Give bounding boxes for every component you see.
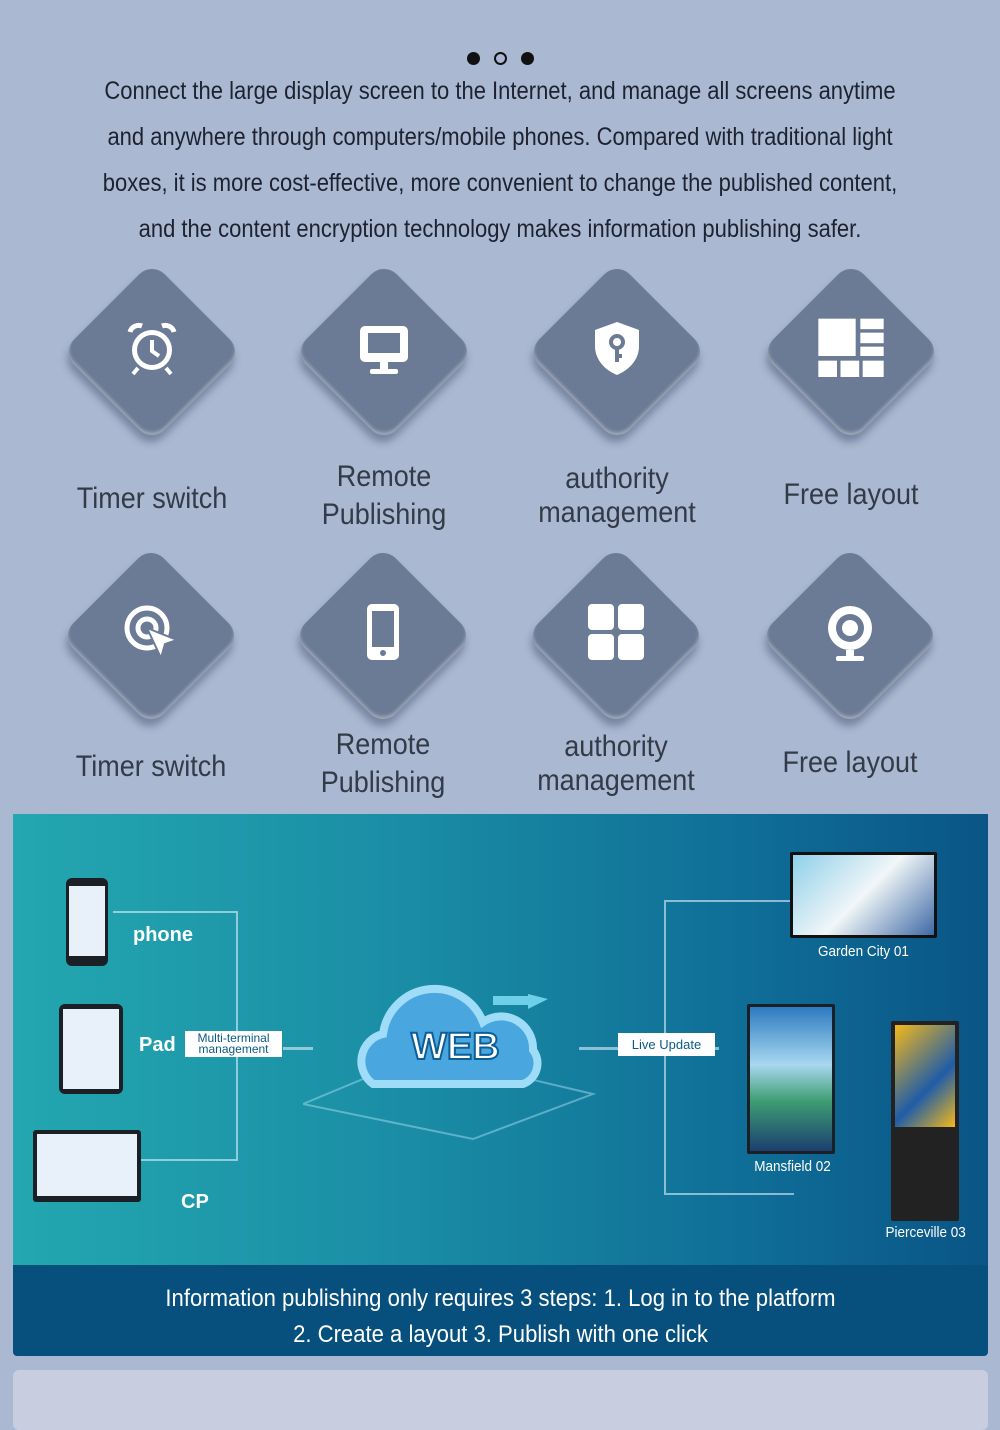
feature-label: management xyxy=(537,764,695,797)
feature-label: management xyxy=(538,496,696,529)
pad-label: Pad xyxy=(139,1034,176,1056)
footer-line: Information publishing only requires 3 s… xyxy=(165,1285,836,1312)
steps-footer: Information publishing only requires 3 s… xyxy=(13,1265,988,1356)
target-cursor-icon xyxy=(124,605,180,661)
feature-label: Remote xyxy=(336,460,432,493)
live-update-tag: Live Update xyxy=(618,1033,715,1056)
screen-mansfield xyxy=(747,1004,835,1154)
four-squares-icon xyxy=(588,604,644,660)
alarm-clock-icon xyxy=(127,322,177,376)
carousel-dot-3[interactable] xyxy=(520,52,534,65)
webcam-icon xyxy=(828,606,872,661)
intro-line: Connect the large display screen to the … xyxy=(104,77,896,105)
screen-label: Pierceville 03 xyxy=(885,1224,966,1241)
layout-grid-icon xyxy=(818,318,884,377)
monitor-icon xyxy=(360,326,408,374)
footer-line: 2. Create a layout 3. Publish with one c… xyxy=(293,1321,708,1348)
intro-line: and anywhere through computers/mobile ph… xyxy=(107,123,893,151)
feature-label: Free layout xyxy=(782,746,918,779)
next-section-card xyxy=(13,1370,988,1430)
screen-label: Garden City 01 xyxy=(818,943,909,960)
phone-device xyxy=(66,878,108,966)
tablet-icon xyxy=(367,604,399,660)
screen-pierceville xyxy=(891,1021,959,1221)
screen-label: Mansfield 02 xyxy=(754,1158,831,1175)
tag-line: Multi-terminal xyxy=(197,1031,270,1045)
cloud-icon xyxy=(303,984,597,1141)
laptop-device xyxy=(33,1130,141,1202)
feature-label: Free layout xyxy=(783,478,919,511)
feature-label: Publishing xyxy=(320,766,446,799)
feature-label: Publishing xyxy=(321,498,447,531)
feature-label: Timer switch xyxy=(76,482,228,515)
connector xyxy=(283,1047,313,1050)
feature-label: authority xyxy=(565,462,669,495)
cp-label: CP xyxy=(181,1191,209,1213)
intro-line: boxes, it is more cost-effective, more c… xyxy=(102,169,898,197)
feature-label: authority xyxy=(564,730,668,763)
phone-label: phone xyxy=(133,924,193,946)
web-cloud-label: WEB xyxy=(410,1025,501,1069)
feature-timer-switch: Timer switch xyxy=(37,261,267,544)
tag-line: management xyxy=(198,1042,269,1056)
screen-garden-city xyxy=(790,852,937,938)
feature-label: Timer switch xyxy=(75,750,227,783)
pad-device xyxy=(59,1004,123,1094)
intro-line: and the content encryption technology ma… xyxy=(138,215,862,243)
carousel-dot-1[interactable] xyxy=(466,52,480,65)
carousel-dot-2[interactable] xyxy=(493,52,507,65)
feature-label: Remote xyxy=(335,728,431,761)
intro-text: Connect the large display screen to the … xyxy=(0,68,1000,252)
shield-key-icon xyxy=(595,322,639,375)
carousel-dots xyxy=(0,52,1000,65)
